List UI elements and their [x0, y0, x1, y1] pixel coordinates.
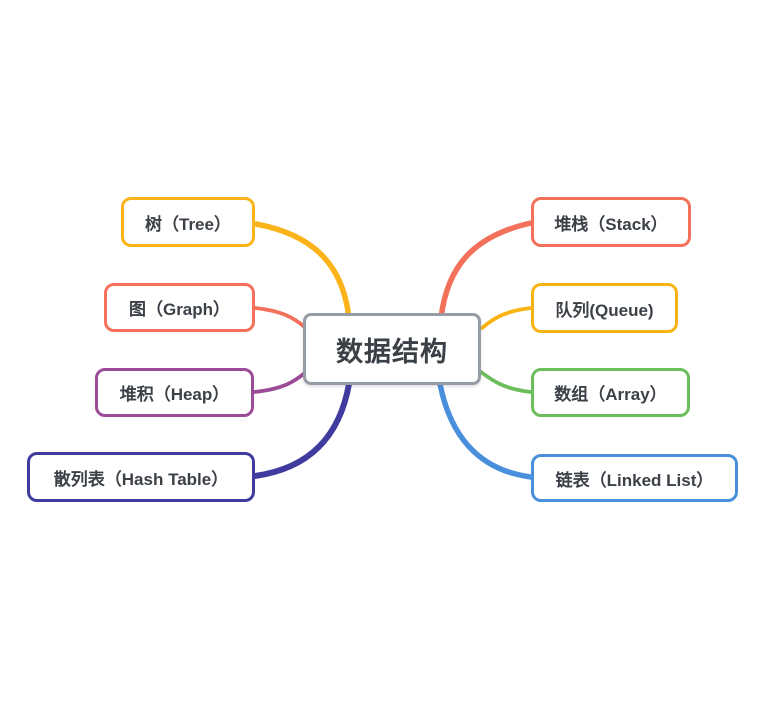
node-queue-label: 队列(Queue) — [555, 300, 654, 320]
node-tree-label: 树（Tree） — [145, 214, 231, 234]
node-heap-label: 堆积（Heap） — [119, 385, 230, 404]
node-array-label: 数组（Array） — [554, 385, 667, 404]
node-graph-label: 图（Graph） — [128, 300, 231, 319]
connector-queue — [480, 306, 533, 330]
node-tree[interactable]: 树（Tree） — [121, 197, 255, 247]
connector-linked-list — [437, 381, 534, 480]
node-array[interactable]: 数组（Array） — [531, 368, 690, 417]
node-root-label: 数据结构 — [336, 336, 448, 367]
node-hash-table[interactable]: 散列表（Hash Table） — [27, 452, 255, 502]
node-stack-label: 堆栈（Stack） — [554, 214, 668, 234]
node-stack[interactable]: 堆栈（Stack） — [531, 197, 691, 247]
connector-tree — [253, 221, 352, 321]
connector-array — [479, 370, 533, 394]
node-hash-table-label: 散列表（Hash Table） — [53, 469, 229, 489]
connector-graph — [253, 306, 308, 330]
node-heap[interactable]: 堆积（Heap） — [95, 368, 254, 417]
connector-heap — [252, 370, 308, 394]
node-graph[interactable]: 图（Graph） — [104, 283, 255, 332]
connector-stack — [438, 220, 534, 321]
node-root[interactable]: 数据结构 — [303, 313, 481, 385]
connector-hash-table — [252, 381, 352, 479]
node-linked-list-label: 链表（Linked List） — [555, 470, 714, 490]
node-queue[interactable]: 队列(Queue) — [531, 283, 678, 333]
node-linked-list[interactable]: 链表（Linked List） — [531, 454, 738, 502]
